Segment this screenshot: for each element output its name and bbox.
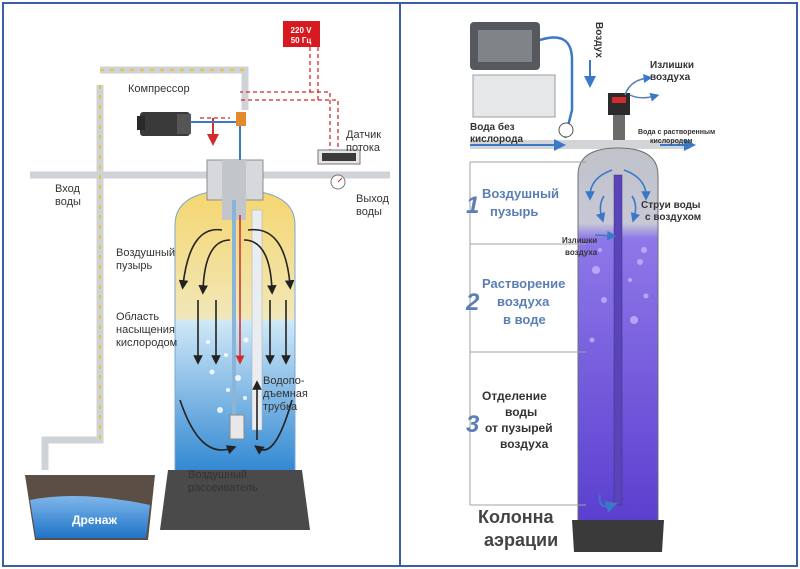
inlet-pipe xyxy=(470,140,690,149)
flow-sensor-label-2: потока xyxy=(346,142,381,154)
excess-air-label-1: Излишки xyxy=(650,60,694,71)
step-2-line-2: воздуха xyxy=(497,294,550,309)
water-out-label-1: Выход xyxy=(356,193,389,205)
jets-label-1: Струи воды xyxy=(641,200,700,211)
drain-label: Дренаж xyxy=(72,513,117,527)
flow-sensor-label-1: Датчик xyxy=(346,129,381,141)
drain-basin xyxy=(25,475,155,540)
step-1-number: 1 xyxy=(466,192,479,219)
left-pipes xyxy=(30,66,390,470)
step-2-line-1: Растворение xyxy=(482,276,565,291)
power-label-2: 50 Гц xyxy=(291,36,312,45)
step-3-line-3: от пузырей xyxy=(485,421,553,435)
step-1-line-2: пузырь xyxy=(490,204,538,219)
step-3-number: 3 xyxy=(466,411,480,438)
jets-label-2: с воздухом xyxy=(645,212,701,223)
right-compressor xyxy=(470,22,556,118)
riser-label-3: трубка xyxy=(263,401,298,413)
step-3-line-4: воздуха xyxy=(500,437,549,451)
saturation-label-2: насыщения xyxy=(116,324,175,336)
air-label: Воздух xyxy=(593,22,604,58)
water-dissolved-label-2: кислородом xyxy=(650,138,693,145)
air-bubble-label-2: пузырь xyxy=(116,260,153,272)
right-panel: Воздух Излишки воздуха Вода без кислород… xyxy=(465,22,715,552)
excess-air-label-2: воздуха xyxy=(650,72,691,83)
riser-label-2: дъемная xyxy=(263,388,308,400)
compressor-label: Компрессор xyxy=(128,83,190,95)
control-head xyxy=(558,93,630,143)
water-out-label-2: воды xyxy=(356,206,382,218)
compressor xyxy=(137,112,191,136)
step-3-line-2: воды xyxy=(505,405,537,419)
saturation-label-3: кислородом xyxy=(116,337,177,349)
water-no-oxygen-label-2: кислорода xyxy=(470,134,523,145)
water-no-oxygen-label-1: Вода без xyxy=(470,121,515,133)
diffuser-label-1: Воздушный xyxy=(188,469,247,481)
air-bubble-label-1: Воздушный xyxy=(116,247,175,259)
column-title-1: Колонна xyxy=(478,507,554,527)
saturation-label-1: Область xyxy=(116,311,159,323)
step-2-line-3: в воде xyxy=(503,312,546,327)
riser-label-1: Водопо- xyxy=(263,375,305,387)
excess-air-small-label-2: воздуха xyxy=(565,248,598,257)
flow-sensor xyxy=(317,149,361,190)
step-2-number: 2 xyxy=(465,289,480,316)
diffuser-label-2: рассеиватель xyxy=(188,482,258,494)
water-in-label-1: Вход xyxy=(55,183,80,195)
aeration-tank xyxy=(572,147,664,552)
left-tank xyxy=(160,159,310,530)
step-3-line-1: Отделение xyxy=(482,389,547,403)
water-in-label-2: воды xyxy=(55,196,81,208)
power-box xyxy=(283,21,320,47)
column-title-2: аэрации xyxy=(484,530,558,550)
step-1-line-1: Воздушный xyxy=(482,186,559,201)
wiring xyxy=(200,47,339,150)
power-label-1: 220 V xyxy=(291,26,313,35)
left-panel: 220 V 50 Гц Компрессор Датчик п xyxy=(25,21,390,540)
water-dissolved-label-1: Вода с растворенным xyxy=(638,129,715,136)
excess-air-small-label-1: Излишки xyxy=(562,236,597,245)
